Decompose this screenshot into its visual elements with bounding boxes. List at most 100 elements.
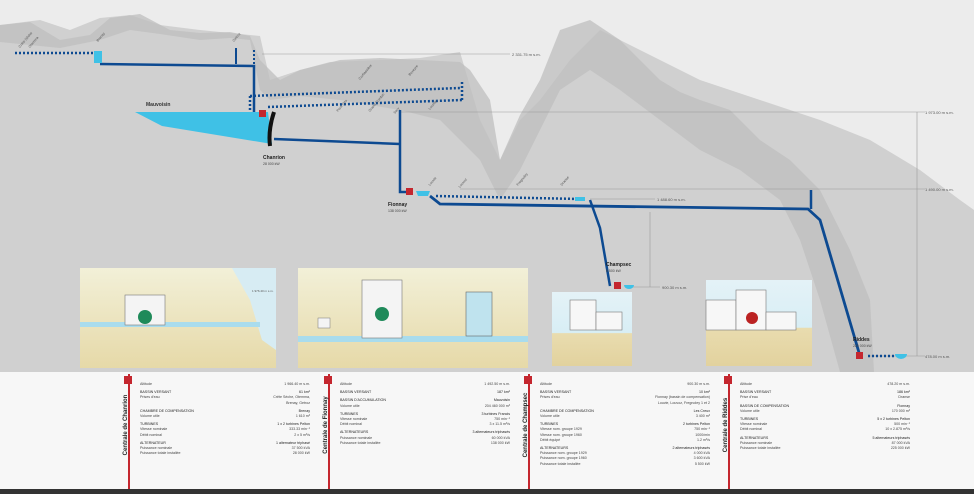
spec-label: Altitude (340, 382, 352, 386)
fionnay-station-marker[interactable] (406, 188, 413, 195)
riddes-power: 225 000 kW (853, 344, 872, 348)
spec-value: 187 km² (497, 390, 510, 395)
spec-value: Crête Sèche, Otemma, (273, 395, 310, 400)
illustration-elevation-label: 1 976.40 m s.m. (252, 289, 274, 293)
panel-accent-bar (128, 374, 130, 490)
chanrion-station-marker[interactable] (259, 110, 266, 117)
champsec-outlet (624, 285, 634, 289)
spec-value: 3 turbines Francis (481, 411, 510, 416)
spec-value: 478.20 m s.m. (887, 382, 910, 386)
spec-value: 37 500 kVA (291, 446, 310, 451)
intake-label: Louvie (428, 176, 438, 187)
spec-label: Prises d'eau (140, 395, 160, 400)
spec-label: Volume utile (340, 403, 360, 408)
spec-label: ALTERNATEURS (740, 435, 769, 440)
spec-value: 170 000 m³ (891, 408, 910, 413)
chanrion-power: 28 000 kW (263, 162, 280, 166)
spec-label: BASSIN VERSANT (340, 390, 372, 395)
panel-accent-square (724, 376, 732, 384)
elevation-label-top: 2 331.75 m s.m. (512, 52, 541, 57)
spec-value: 204 460 000 m³ (484, 403, 510, 408)
champsec-station-marker[interactable] (614, 282, 621, 289)
panel-accent-square (324, 376, 332, 384)
spec-label: BASSIN D'ACCUMULATION (340, 398, 386, 403)
spec-label: Vitesse nom. groupe 1960 (540, 432, 582, 437)
spec-row: Brenay, Getroz (140, 401, 310, 406)
intake-label: Getroz (232, 32, 242, 43)
spec-row: Louvie, Louvoz, Fregnoley 1 et 2 (540, 401, 710, 406)
spec-value: 4 000 kVA (693, 451, 710, 456)
spec-value: 61 km² (299, 390, 310, 395)
spec-row: Puissance totale installée 225 000 kW (740, 446, 910, 451)
spec-value: Les Creux (693, 408, 710, 413)
hydro-scheme-diagram: 2 331.75 m s.m. 1 973.00 m s.m. 1 490.00… (0, 14, 974, 372)
spec-value: 3 alternateurs triphasés (472, 430, 510, 435)
intake-label: Brenay (96, 31, 106, 42)
spec-label: Puissance nominale (140, 446, 173, 451)
spec-value: Fionnay (bassin de compensation) (655, 395, 710, 400)
spec-row: BASSIN VERSANT 187 km² (340, 390, 510, 395)
spec-label: TURBINES (540, 422, 559, 427)
spec-label: Vitesse nominale (740, 422, 768, 427)
elevation-label-900: 900.30 m s.m. (662, 285, 687, 290)
spec-value: 1 966.40 m s.m. (284, 382, 310, 386)
riddes-station-marker[interactable] (856, 352, 863, 359)
spec-label: Puissance totale installée (340, 440, 381, 445)
spec-label: BASSIN DE COMPENSATION (740, 403, 790, 408)
spec-row: ALTERNATEURS 5 alternateurs triphasés (740, 436, 910, 441)
spec-value: 1 610 m³ (295, 414, 310, 419)
mauvoisin-label: Mauvoisin (146, 102, 170, 108)
spec-value: Dranse (898, 395, 910, 400)
spec-label: Puissance totale installée (740, 446, 781, 451)
spec-label: Vitesse nominale (140, 427, 168, 432)
spec-value: 333.33 min⁻¹ (289, 427, 310, 432)
spec-label: Altitude (740, 382, 752, 386)
spec-label: TURBINES (740, 417, 759, 422)
chanrion-label: Chanrion (263, 155, 285, 161)
spec-value: 225 000 kW (890, 446, 910, 451)
spec-value: 186 km² (897, 390, 910, 395)
spec-value: Brenay (298, 408, 310, 413)
spec-label: Débit nominal (740, 427, 762, 432)
panel-title: Centrale de Chanrion (123, 394, 129, 456)
spec-value: 28 000 kW (292, 451, 310, 456)
spec-label: CHAMBRE DE COMPENSATION (140, 408, 194, 413)
spec-label: BASSIN VERSANT (740, 390, 772, 395)
spec-value: 750 min⁻¹ (694, 427, 710, 432)
spec-value: 1 492.50 m s.m. (484, 382, 510, 386)
spec-value: 60 000 kVA (491, 435, 510, 440)
spec-label: ALTERNATEUR (140, 440, 166, 445)
spec-value: 10 km² (699, 390, 710, 395)
mauvoisin-dam (267, 111, 276, 147)
champsec-power: 5 500 kW (606, 269, 621, 273)
panel-title: Centrale de Champsec (523, 392, 529, 458)
spec-value: 3 400 m³ (695, 414, 710, 419)
spec-value: 5 500 kW (694, 461, 710, 466)
spec-value: 5 alternateurs triphasés (872, 435, 910, 440)
spec-value: Louvie, Louvoz, Fregnoley 1 et 2 (657, 400, 710, 405)
spec-label: BASSIN VERSANT (140, 390, 172, 395)
